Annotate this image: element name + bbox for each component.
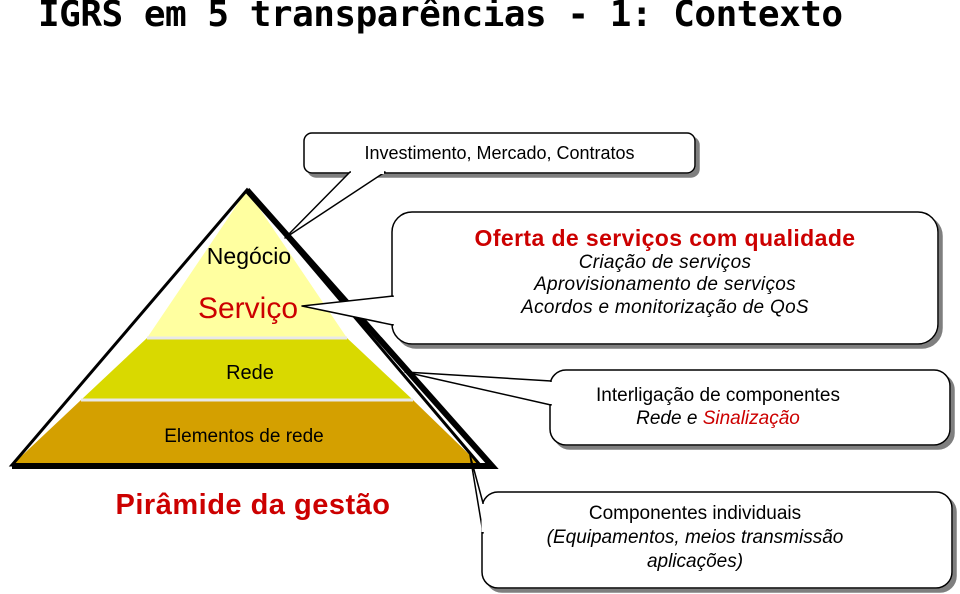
callout-oferta	[301, 211, 939, 345]
callout-oferta-text: Oferta de serviços com qualidade Criação…	[392, 225, 938, 320]
pyramid-top-level	[147, 190, 347, 338]
componentes-line: Componentes individuais	[588, 503, 802, 524]
pyramid-bottom-level	[12, 400, 480, 465]
oferta-line: Criação de serviços	[578, 251, 752, 273]
callout-interligacao	[404, 369, 951, 446]
componentes-line: aplicações)	[646, 550, 744, 572]
oferta-line: Acordos e monitorização de QoS	[521, 297, 809, 319]
callout-investimento-text: Investimento, Mercado, Contratos	[364, 143, 635, 163]
oferta-line: Aprovisionamento de serviços	[534, 274, 796, 296]
componentes-line: (Equipamentos, meios transmissão	[546, 526, 844, 548]
callout-componentes	[469, 454, 953, 589]
interligacao-line1: Interligação de componentes	[596, 385, 840, 406]
pyramid-label-rede: Rede	[226, 362, 274, 384]
pyramid-label-negocio: Negócio	[206, 243, 292, 269]
pyramid-middle-level	[81, 338, 413, 400]
pyramid-label-elementos: Elementos de rede	[164, 426, 324, 447]
interligacao-line2: Rede e Sinalização	[518, 408, 918, 431]
interligacao-line2-prefix: Rede e	[636, 407, 703, 429]
callout-componentes-text: Componentes individuais (Equipamentos, m…	[460, 502, 930, 573]
oferta-heading: Oferta de serviços com qualidade	[474, 225, 856, 251]
callout-interligacao-text: Interligação de componentes Rede e Sinal…	[518, 385, 918, 431]
pyramid-label-servico: Serviço	[197, 292, 299, 325]
pyramid	[8, 187, 499, 469]
pyramid-outline	[8, 187, 484, 467]
callout-investimento	[284, 132, 696, 239]
interligacao-line2-highlight: Sinalização	[702, 407, 800, 429]
pyramid-caption: Pirâmide da gestão	[115, 489, 391, 521]
page-title: IGRS em 5 transparências - 1: Contexto	[38, 0, 843, 35]
